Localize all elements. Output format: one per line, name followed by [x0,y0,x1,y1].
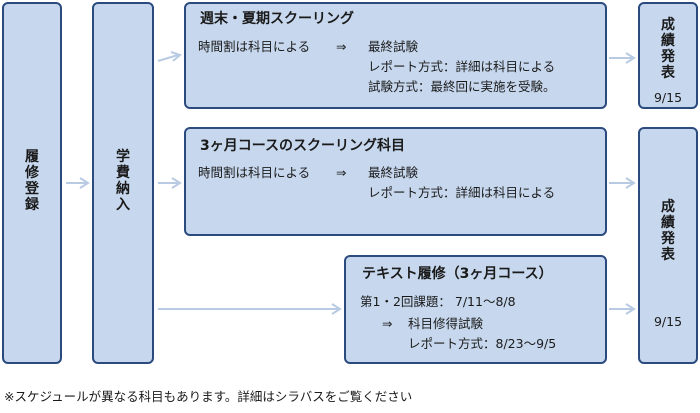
text-course-assignments: 第1・2回課題： 7/11～8/8 [360,294,516,309]
summer-schooling-box: 週末・夏期スクーリング 時間割は科目による ⇒ 最終試験 レポート方式：詳細は科… [184,2,607,109]
enrollment-label: 履 修 登 録 [25,149,39,213]
text-course-report-period: レポート方式：8/23～9/5 [408,336,557,351]
summer-arrow-symbol: ⇒ [336,39,347,54]
results-label-three-month: 成 績 発 表 [661,199,675,263]
results-box-three-month: 成 績 発 表 9/15 [638,127,698,364]
text-course-box: テキスト履修（3ヶ月コース） 第1・2回課題： 7/11～8/8 ⇒ 科目修得試… [344,255,607,364]
three-month-schedule-note: 時間割は科目による [198,165,311,180]
three-month-exam-line-2: レポート方式：詳細は科目による [368,185,556,200]
footnote: ※スケジュールが異なる科目もあります。詳細はシラバスをご覧ください [4,389,413,404]
enrollment-box: 履 修 登 録 [2,2,62,364]
results-label-summer: 成 績 発 表 [661,17,675,81]
summer-exam-line-1: 最終試験 [368,39,419,54]
text-course-title: テキスト履修（3ヶ月コース） [362,266,553,282]
text-course-exam: 科目修得試験 [408,316,484,331]
three-month-arrow-symbol: ⇒ [336,165,347,180]
three-month-exam-line-1: 最終試験 [368,165,419,180]
three-month-schooling-box: 3ヶ月コースのスクーリング科目 時間割は科目による ⇒ 最終試験 レポート方式：… [184,127,607,236]
summer-schedule-note: 時間割は科目による [198,39,311,54]
tuition-label: 学 費 納 入 [116,149,130,213]
text-course-arrow-symbol: ⇒ [382,316,393,331]
summer-exam-line-2: レポート方式：詳細は科目による [368,59,556,74]
summer-exam-line-3: 試験方式：最終回に実施を受験。 [368,79,556,94]
tuition-box: 学 費 納 入 [92,2,154,364]
summer-schooling-title: 週末・夏期スクーリング [200,11,354,27]
results-box-summer: 成 績 発 表 9/15 [638,2,698,109]
results-date-summer: 9/15 [653,90,683,105]
results-date-three-month: 9/15 [653,314,683,329]
three-month-schooling-title: 3ヶ月コースのスクーリング科目 [200,138,406,154]
